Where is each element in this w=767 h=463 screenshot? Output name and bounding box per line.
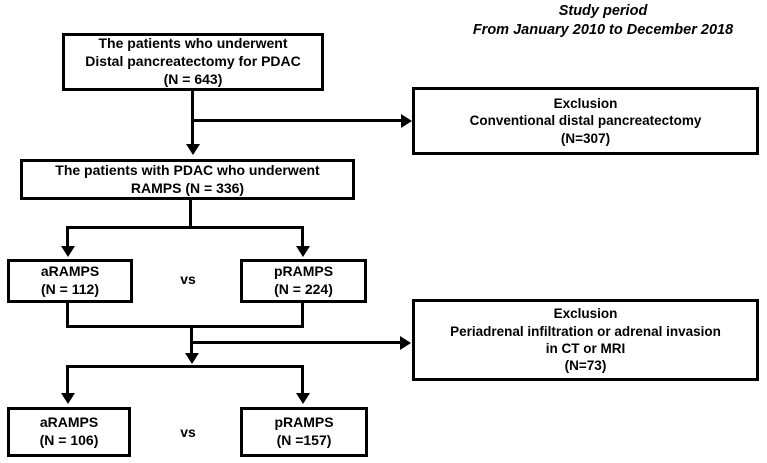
connector-cohort-top-trunk xyxy=(191,91,194,144)
study-period-line-1: Study period xyxy=(558,3,648,19)
node-cohort-top-line-2: Distal pancreatectomy for PDAC xyxy=(85,53,301,70)
connector-merge-trunk-arrow xyxy=(184,353,199,364)
study-period-caption: Study period From January 2010 to Decemb… xyxy=(447,2,759,40)
node-aramps-2-line-2: (N = 106) xyxy=(39,432,99,448)
connector-ramps-split-left-arrow xyxy=(60,246,75,257)
connector-final-split-left-arrow xyxy=(60,393,75,404)
connector-exclusion-2-arrow xyxy=(400,335,411,350)
connector-ramps-split-bar xyxy=(66,226,304,229)
node-cohort-top-line-3: (N = 643) xyxy=(163,70,223,87)
node-cohort-top-line-1: The patients who underwent xyxy=(98,35,288,52)
node-pramps-1-line-2: (N = 224) xyxy=(274,281,333,297)
node-exclusion-2-line-4: (N=73) xyxy=(564,358,607,374)
connector-final-split-right xyxy=(301,365,304,395)
node-cohort-top: The patients who underwent Distal pancre… xyxy=(62,33,324,91)
connector-exclusion-1-line xyxy=(191,119,404,122)
node-exclusion-1-line-3: (N=307) xyxy=(560,130,611,146)
connector-ramps-split-left xyxy=(66,226,69,248)
study-period-line-2: From January 2010 to December 2018 xyxy=(472,21,734,38)
connector-final-split-right-arrow xyxy=(295,393,310,404)
connector-final-split-left xyxy=(66,365,69,395)
connector-ramps-trunk xyxy=(189,200,192,228)
node-pramps-1-line-1: pRAMPS xyxy=(273,263,334,280)
node-aramps-2: aRAMPS (N = 106) xyxy=(7,407,131,457)
connector-merge-trunk xyxy=(190,325,193,355)
connector-exclusion-2-line xyxy=(190,341,403,344)
node-exclusion-2-line-3: in CT or MRI xyxy=(545,341,626,356)
node-cohort-ramps: The patients with PDAC who underwent RAM… xyxy=(20,159,355,200)
node-exclusion-2-line-2: Periadrenal infiltration or adrenal inva… xyxy=(450,323,721,339)
node-aramps-1: aRAMPS (N = 112) xyxy=(7,259,133,303)
connector-final-split-bar xyxy=(66,365,304,368)
node-pramps-2-line-1: pRAMPS xyxy=(274,414,334,431)
node-pramps-2: pRAMPS (N =157) xyxy=(240,407,368,457)
connector-ramps-split-right-arrow xyxy=(295,246,310,257)
connector-cohort-top-arrow xyxy=(185,144,200,155)
node-aramps-1-line-2: (N = 112) xyxy=(41,281,99,297)
comparison-label-upper: vs xyxy=(180,271,196,287)
connector-merge-bar xyxy=(66,325,304,328)
connector-ramps-split-right xyxy=(301,226,304,248)
connector-merge-right-stub xyxy=(301,303,304,327)
connector-merge-left-stub xyxy=(66,303,69,327)
node-cohort-ramps-line-1: The patients with PDAC who underwent xyxy=(55,161,320,178)
node-exclusion-2: Exclusion Periadrenal infiltration or ad… xyxy=(412,299,759,381)
node-cohort-ramps-line-2: RAMPS (N = 336) xyxy=(130,179,245,196)
node-pramps-2-line-2: (N =157) xyxy=(276,432,332,448)
connector-exclusion-1-arrow xyxy=(401,113,412,128)
node-pramps-1: pRAMPS (N = 224) xyxy=(240,259,367,303)
comparison-label-lower: vs xyxy=(180,424,196,440)
node-exclusion-1: Exclusion Conventional distal pancreatec… xyxy=(412,87,759,155)
node-exclusion-1-line-2: Conventional distal pancreatectomy xyxy=(469,113,702,129)
node-aramps-1-line-1: aRAMPS xyxy=(40,263,100,280)
node-exclusion-2-line-1: Exclusion xyxy=(553,306,618,322)
node-exclusion-1-line-1: Exclusion xyxy=(553,96,618,112)
node-aramps-2-line-1: aRAMPS xyxy=(39,414,99,431)
